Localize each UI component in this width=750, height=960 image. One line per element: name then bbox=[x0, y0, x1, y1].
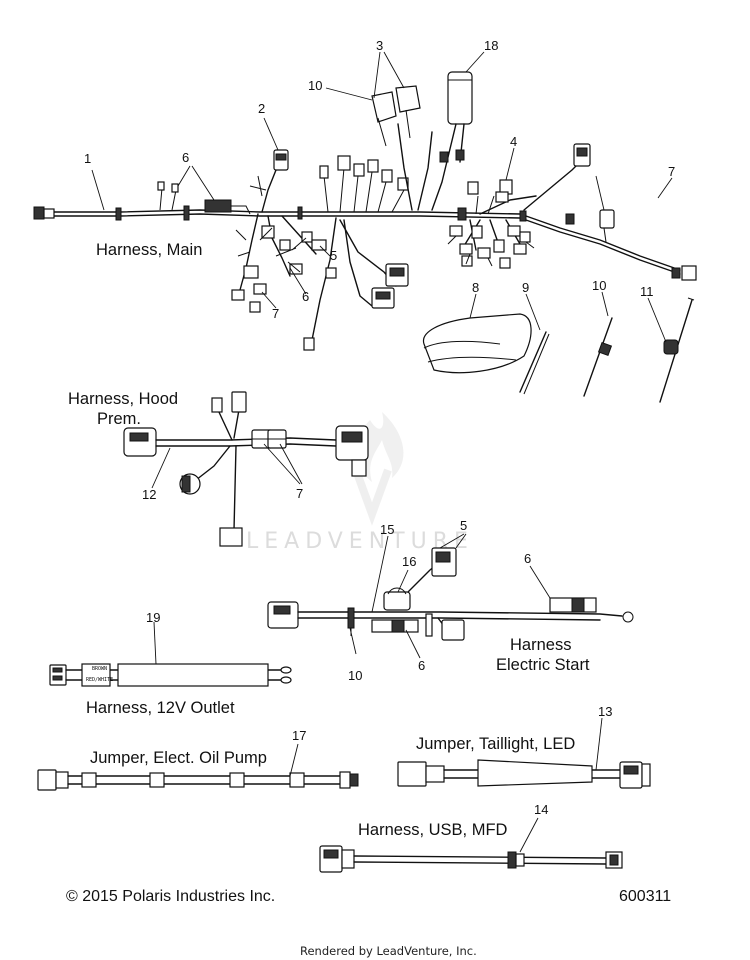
callout-14: 14 bbox=[534, 802, 548, 817]
callout-16: 16 bbox=[402, 554, 416, 569]
footer: © 2015 Polaris Industries Inc. 600311 Re… bbox=[66, 888, 671, 958]
callout-5-main: 5 bbox=[330, 248, 337, 263]
watermark-text: LEADVENTURE bbox=[246, 529, 474, 554]
callout-3: 3 bbox=[376, 38, 383, 53]
callout-8: 8 bbox=[472, 280, 479, 295]
section-titles: Harness, Main Harness, Hood Prem. Harnes… bbox=[68, 241, 590, 839]
leader-lines bbox=[91, 51, 673, 853]
title-electric-line1: Harness bbox=[510, 636, 571, 654]
oil-pump-jumper-assembly bbox=[37, 769, 359, 791]
title-harness-main: Harness, Main bbox=[96, 241, 202, 259]
main-harness-assembly bbox=[33, 71, 697, 403]
callout-10-main: 10 bbox=[308, 78, 322, 93]
callout-10-tie: 10 bbox=[592, 278, 606, 293]
callout-6-main-bottom: 6 bbox=[302, 289, 309, 304]
title-hood-line1: Harness, Hood bbox=[68, 390, 178, 408]
callout-numbers: 1 2 3 4 5 6 6 7 7 8 9 10 10 11 12 13 14 … bbox=[84, 38, 675, 817]
callout-15: 15 bbox=[380, 522, 394, 537]
watermark: LEADVENTURE bbox=[246, 412, 474, 554]
title-usb-mfd: Harness, USB, MFD bbox=[358, 821, 508, 839]
copyright: © 2015 Polaris Industries Inc. bbox=[66, 888, 275, 905]
taillight-jumper-assembly bbox=[397, 759, 651, 789]
usb-harness-assembly bbox=[319, 845, 623, 873]
callout-6-main-top: 6 bbox=[182, 150, 189, 165]
title-oil-pump: Jumper, Elect. Oil Pump bbox=[90, 749, 267, 767]
callout-2: 2 bbox=[258, 101, 265, 116]
callout-19: 19 bbox=[146, 610, 160, 625]
callout-7-main-right: 7 bbox=[668, 164, 675, 179]
hood-harness-assembly bbox=[123, 391, 369, 547]
outlet-harness-assembly: BROWN RED/WHITE bbox=[49, 663, 292, 687]
callout-12: 12 bbox=[142, 487, 156, 502]
title-electric-line2: Electric Start bbox=[496, 656, 590, 674]
render-credit: Rendered by LeadVenture, Inc. bbox=[300, 944, 477, 958]
electric-start-harness-assembly bbox=[267, 547, 634, 641]
callout-17: 17 bbox=[292, 728, 306, 743]
callout-7-main-left: 7 bbox=[272, 306, 279, 321]
callout-11: 11 bbox=[640, 284, 654, 299]
brown-wire-label: BROWN bbox=[92, 666, 107, 672]
callout-6-electric-right: 6 bbox=[524, 551, 531, 566]
callout-1: 1 bbox=[84, 151, 91, 166]
callout-18: 18 bbox=[484, 38, 498, 53]
callout-7-hood: 7 bbox=[296, 486, 303, 501]
title-taillight: Jumper, Taillight, LED bbox=[416, 735, 575, 753]
title-hood-line2: Prem. bbox=[97, 410, 141, 428]
callout-13: 13 bbox=[598, 704, 612, 719]
callout-4: 4 bbox=[510, 134, 517, 149]
callout-6-electric-bottom: 6 bbox=[418, 658, 425, 673]
diagram-id: 600311 bbox=[619, 888, 671, 905]
title-12v-outlet: Harness, 12V Outlet bbox=[86, 699, 235, 717]
red-white-wire-label: RED/WHITE bbox=[86, 677, 113, 683]
callout-9: 9 bbox=[522, 280, 529, 295]
callout-10-electric: 10 bbox=[348, 668, 362, 683]
callout-5-electric: 5 bbox=[460, 518, 467, 533]
